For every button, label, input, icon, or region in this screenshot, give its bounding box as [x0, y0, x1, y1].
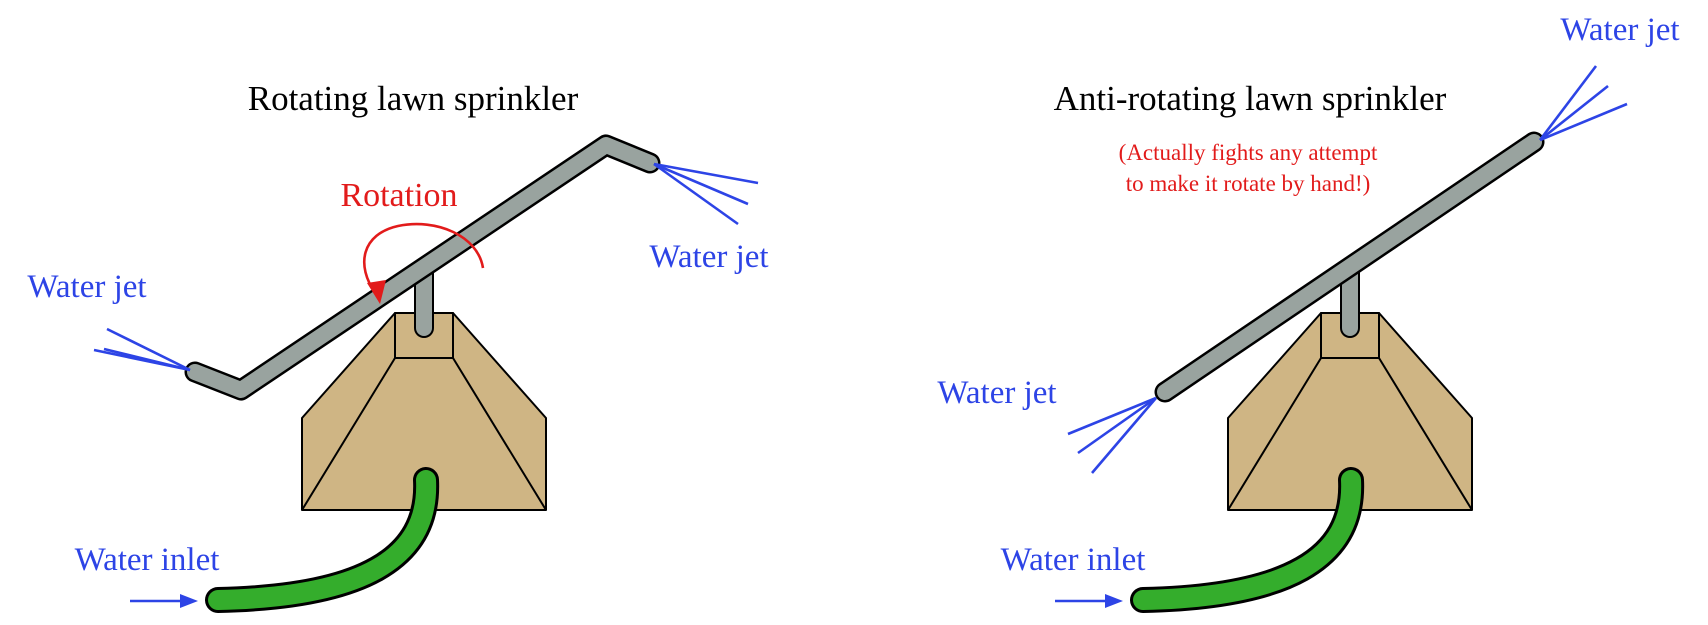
anti-rotating-note-line2: to make it rotate by hand!) [1126, 171, 1371, 196]
sprinkler-base-left [301, 312, 547, 511]
anti-rotating-sprinkler-title: Anti-rotating lawn sprinkler [1054, 79, 1447, 118]
rotating-sprinkler-title: Rotating lawn sprinkler [248, 79, 579, 118]
water-jet-spray-left-right-panel [1067, 396, 1157, 474]
water-hose-right [1130, 467, 1365, 613]
rotation-arrow [362, 222, 485, 304]
anti-rotating-sprinkler: Anti-rotating lawn sprinkler (Actually f… [937, 12, 1680, 613]
anti-rotating-note-line1: (Actually fights any attempt [1119, 140, 1378, 165]
water-jet-label-left-right-panel: Water jet [937, 375, 1056, 411]
water-jet-label-right: Water jet [649, 239, 768, 275]
water-inlet-arrow-left [130, 594, 198, 608]
sprinkler-arm-straight [1154, 131, 1545, 403]
water-inlet-label-right: Water inlet [1001, 542, 1146, 578]
water-inlet-arrow-right [1055, 594, 1123, 608]
rotating-sprinkler: Rotating lawn sprinkler [27, 79, 769, 613]
rotation-label: Rotation [340, 177, 457, 214]
water-jet-label-left: Water jet [27, 269, 146, 305]
water-hose-left [205, 467, 440, 613]
water-jet-spray-right-right-panel [1538, 65, 1628, 142]
sprinkler-arm-bent [184, 134, 661, 401]
water-inlet-label-left: Water inlet [75, 542, 220, 578]
water-jet-label-right-right-panel: Water jet [1560, 12, 1679, 48]
water-jet-spray-right [653, 162, 759, 226]
sprinkler-base-right [1227, 312, 1473, 511]
water-jet-spray-left [93, 327, 191, 372]
